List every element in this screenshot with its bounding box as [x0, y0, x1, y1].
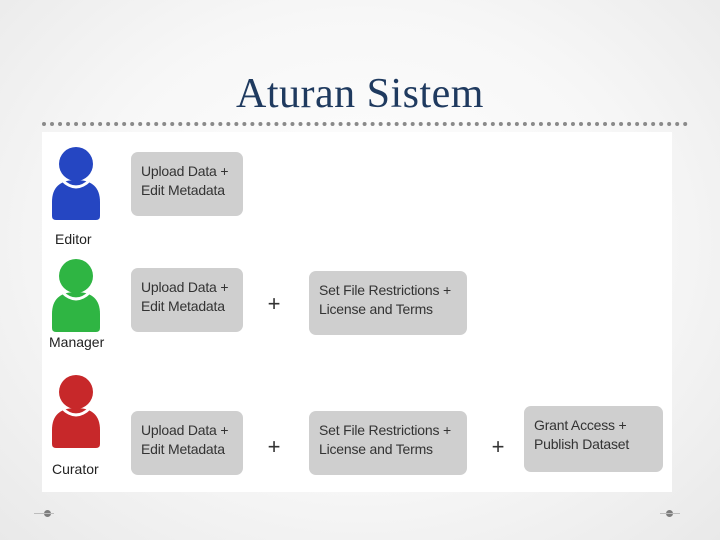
step-line: Publish Dataset [534, 436, 630, 452]
step-line: Grant Access + [534, 417, 627, 433]
step-line: Upload Data + [141, 163, 229, 179]
editor-person-icon [52, 147, 100, 220]
role-label-curator: Curator [52, 461, 99, 477]
curator-person-icon [52, 375, 100, 448]
step-box-grant-access: Grant Access + Publish Dataset [524, 406, 663, 472]
step-line: Upload Data + [141, 422, 229, 438]
step-line: Edit Metadata [141, 182, 225, 198]
step-line: License and Terms [319, 441, 433, 457]
step-line: Set File Restrictions + [319, 282, 451, 298]
role-label-manager: Manager [49, 334, 105, 350]
slide-title: Aturan Sistem [236, 71, 484, 117]
manager-person-icon [52, 259, 100, 332]
step-box-upload-data: Upload Data + Edit Metadata [131, 268, 243, 332]
step-line: Upload Data + [141, 279, 229, 295]
plus-sign: + [267, 291, 281, 316]
step-box-upload-data: Upload Data + Edit Metadata [131, 411, 243, 475]
step-box-file-restrictions: Set File Restrictions + License and Term… [309, 271, 467, 335]
title-divider [42, 122, 688, 126]
step-box-file-restrictions: Set File Restrictions + License and Term… [309, 411, 467, 475]
role-label-editor: Editor [55, 231, 92, 247]
step-line: Edit Metadata [141, 441, 225, 457]
plus-sign: + [267, 434, 281, 459]
step-line: Set File Restrictions + [319, 422, 451, 438]
corner-bullet [34, 510, 54, 517]
step-line: Edit Metadata [141, 298, 225, 314]
plus-sign: + [491, 434, 505, 459]
step-box-upload-data: Upload Data + Edit Metadata [131, 152, 243, 216]
step-line: License and Terms [319, 301, 433, 317]
corner-bullet [660, 510, 680, 517]
roles-diagram: Editor Upload Data + Edit Metadata Manag… [42, 132, 672, 492]
